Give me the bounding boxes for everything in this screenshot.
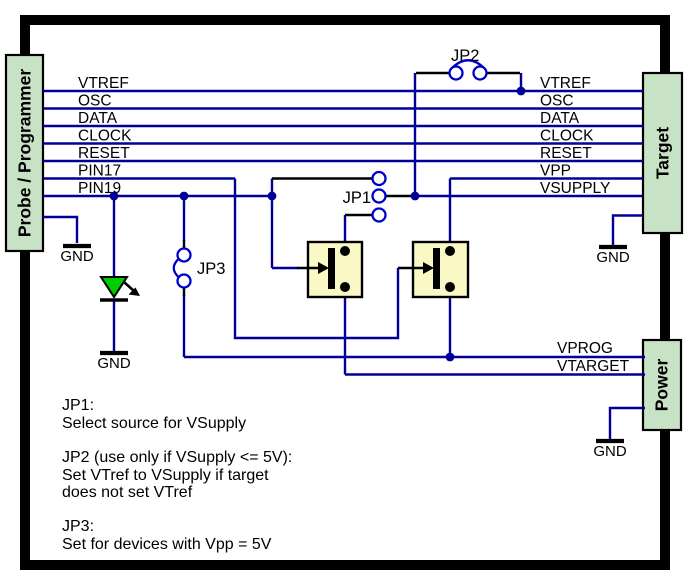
junction-vprog — [445, 352, 455, 362]
probe-programmer-block — [4, 53, 45, 253]
jp3-pin2 — [176, 273, 192, 289]
note-jp3-line: Set for devices with Vpp = 5V — [62, 536, 272, 553]
mosfet1-source-dot — [340, 282, 350, 292]
gnd-label: GND — [97, 355, 131, 372]
wire-pin17-route — [233, 178, 400, 340]
power-label: Power — [652, 359, 672, 412]
jp2-pin2 — [472, 65, 488, 81]
label-pin19: PIN19 — [78, 180, 121, 197]
led-light-arrow — [123, 281, 135, 292]
label-vtref-right: VTREF — [540, 75, 591, 92]
gnd-label: GND — [596, 249, 630, 266]
mosfet2-gate-arrow-icon — [423, 262, 434, 274]
note-jp1-title: JP1: — [62, 397, 94, 414]
left-signal-labels: VTREF OSC DATA CLOCK RESET PIN17 PIN19 — [78, 75, 132, 197]
mosfet2-bar — [433, 248, 440, 289]
label-vtarget: VTARGET — [557, 358, 630, 375]
note-jp2-title: JP2 (use only if VSupply <= 5V): — [62, 449, 292, 466]
jp1-label: JP1 — [343, 189, 371, 207]
junction-dots — [109, 86, 526, 362]
gnd-label: GND — [593, 443, 627, 460]
note-jp2-line1: Set VTref to VSupply if target — [62, 467, 269, 484]
label-vpp: VPP — [540, 163, 571, 180]
label-vtref-left: VTREF — [78, 75, 129, 92]
led-light-arrowhead — [128, 287, 140, 296]
mosfet1-gate-arrow-icon — [318, 262, 329, 274]
junction-vsupply — [410, 191, 420, 201]
signal-wires — [43, 89, 645, 376]
jp3-pin1 — [176, 247, 192, 263]
mosfet2 — [398, 240, 470, 299]
label-data-right: DATA — [540, 110, 580, 127]
jumper-jp3 — [172, 247, 192, 289]
gnd-led: GND — [97, 350, 131, 372]
target-label: Target — [653, 127, 673, 179]
probe-programmer-label: Probe / Programmer — [15, 69, 35, 237]
jp1-pin2 — [371, 188, 387, 204]
mosfet2-box — [411, 240, 470, 299]
mosfet2-drain-dot — [445, 246, 455, 256]
jp1-pin3 — [371, 207, 387, 223]
gnd-probe: GND — [60, 243, 94, 265]
outer-frame — [20, 15, 670, 570]
junction-jp3 — [179, 191, 189, 201]
gnd-label: GND — [60, 248, 94, 265]
gnd-target: GND — [596, 244, 630, 266]
note-jp3-title: JP3: — [62, 518, 94, 535]
notes-block: JP1: Select source for VSupply JP2 (use … — [62, 397, 292, 553]
label-vprog: VPROG — [557, 340, 613, 357]
mosfet1 — [297, 240, 364, 299]
note-jp1-line: Select source for VSupply — [62, 415, 246, 432]
jp2-label: JP2 — [451, 47, 479, 65]
junction-led — [109, 191, 119, 201]
right-signal-labels: VTREF OSC DATA CLOCK RESET VPP VSUPPLY V… — [540, 75, 630, 375]
junction-vtref — [516, 86, 526, 96]
label-pin17: PIN17 — [78, 163, 121, 180]
junction-pin19 — [267, 191, 277, 201]
target-block — [641, 71, 684, 235]
label-reset-right: RESET — [540, 145, 592, 162]
jumper-jp2 — [448, 59, 488, 81]
note-jp2-line2: does not set VTref — [62, 484, 193, 501]
label-vsupply: VSUPPLY — [540, 180, 610, 197]
jp3-label: JP3 — [197, 260, 225, 278]
power-block — [641, 338, 683, 432]
wire-target-gnd — [611, 214, 643, 245]
jp1-pin1 — [371, 170, 387, 187]
jp3-cap-arc — [172, 257, 180, 279]
gnd-power: GND — [593, 438, 627, 460]
jumper-leads — [182, 71, 520, 296]
label-osc-right: OSC — [540, 93, 574, 110]
led-icon — [99, 276, 140, 302]
label-clock-left: CLOCK — [78, 128, 132, 145]
label-data-left: DATA — [78, 110, 118, 127]
mosfet1-bar — [328, 248, 335, 289]
mosfet2-source-dot — [445, 282, 455, 292]
led-triangle — [99, 276, 129, 299]
label-clock-right: CLOCK — [540, 128, 594, 145]
wire-power-gnd — [608, 406, 645, 439]
wire-probe-gnd — [43, 215, 79, 243]
mosfet1-drain-dot — [340, 246, 350, 256]
jp2-pin1 — [448, 65, 464, 81]
label-osc-left: OSC — [78, 93, 112, 110]
label-reset-left: RESET — [78, 145, 130, 162]
jumper-jp1 — [371, 170, 387, 223]
